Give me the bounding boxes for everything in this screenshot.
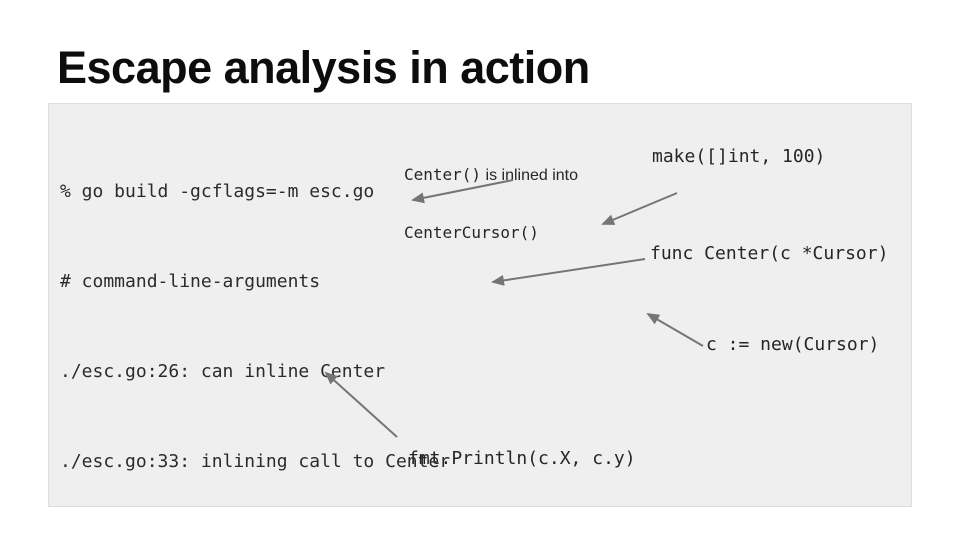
annotation-text: is inlined into [481,167,579,184]
annotation-code: Center() [404,165,482,184]
page-title: Escape analysis in action [57,42,590,93]
terminal-line: ./esc.go:33: inlining call to Center [60,451,451,472]
terminal-line: # command-line-arguments [60,271,321,292]
terminal-line: % go build -gcflags=-m esc.go [60,181,375,202]
annotation-line: Center() is inlined into [404,165,578,185]
terminal-output-box [48,103,912,507]
terminal-output: % go build -gcflags=-m esc.go # command-… [60,117,634,540]
annotation-func-center: func Center(c *Cursor) [650,243,889,264]
annotation-line: CenterCursor() [404,223,578,243]
annotation-println: fmt.Println(c.X, c.y) [408,448,636,469]
annotation-code: CenterCursor() [404,223,539,242]
annotation-new-cursor: c := new(Cursor) [706,334,880,355]
terminal-line: ./esc.go:26: can inline Center [60,361,386,382]
annotation-make: make([]int, 100) [652,146,826,167]
annotation-inlined-note: Center() is inlined into CenterCursor() [404,127,578,281]
